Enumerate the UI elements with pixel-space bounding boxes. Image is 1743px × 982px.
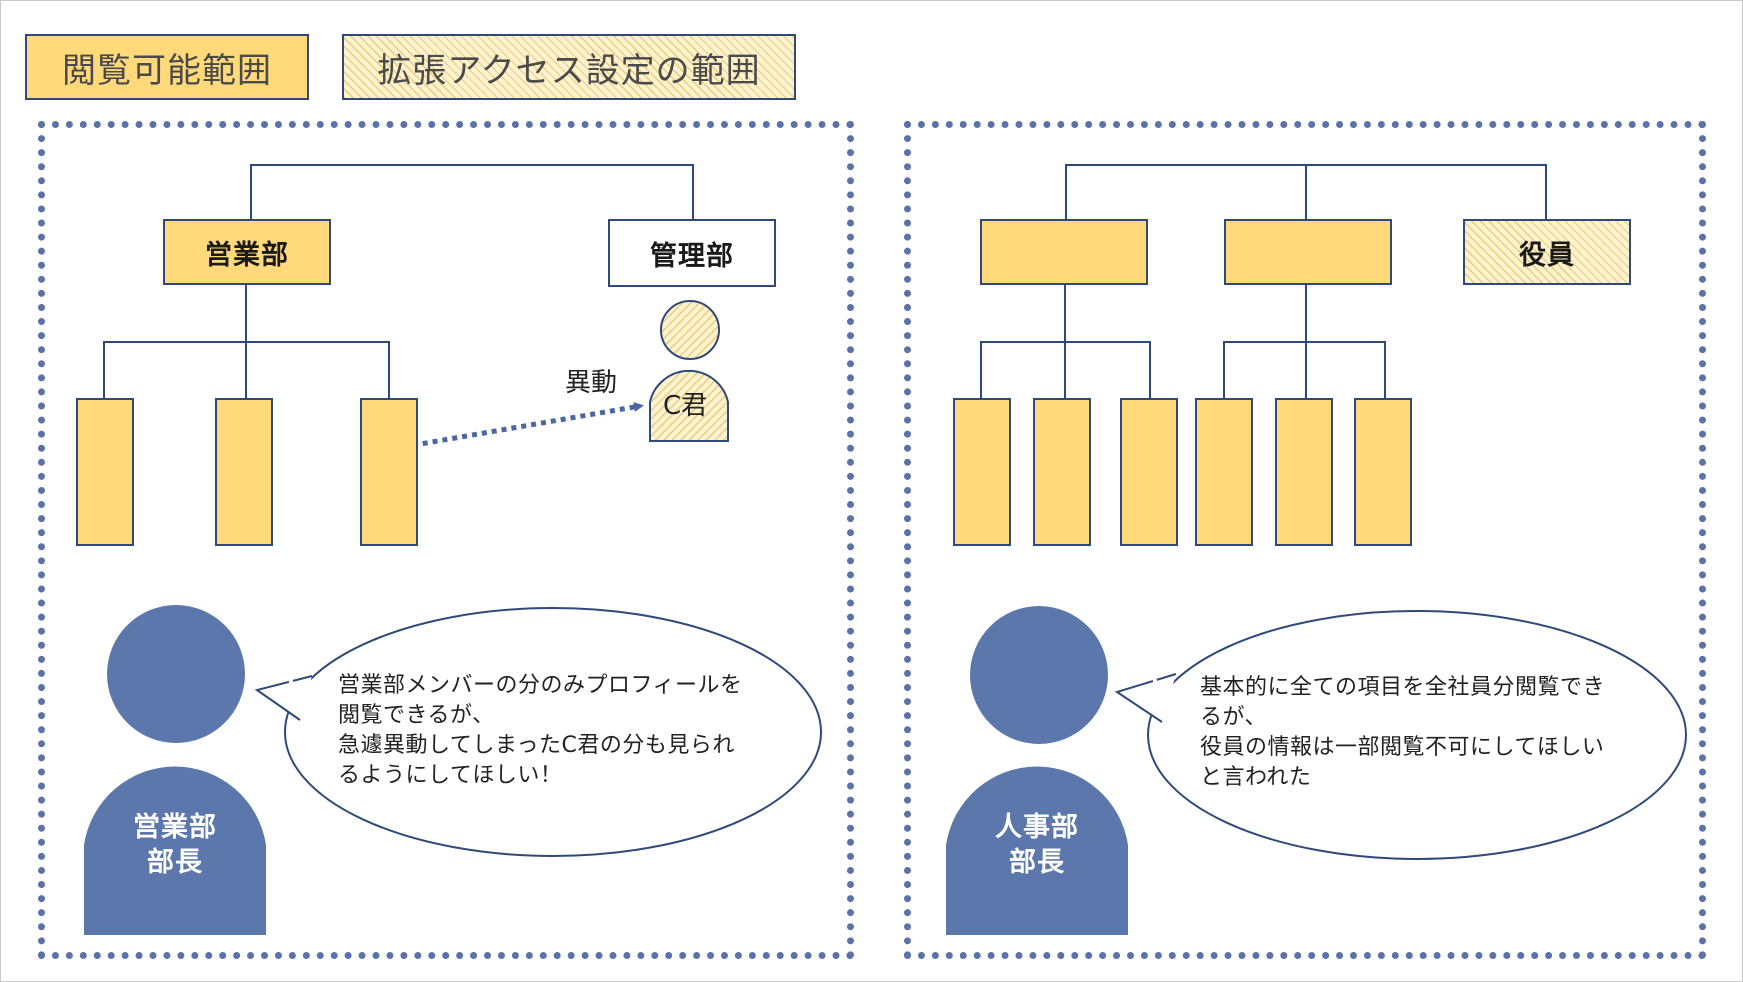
member-box-1 bbox=[953, 398, 1011, 546]
hr-speech-bubble bbox=[1114, 610, 1687, 860]
sales-manager-label: 営業部 部長 bbox=[84, 810, 266, 880]
legend-viewable-scope: 閲覧可能範囲 bbox=[25, 34, 309, 100]
hr-manager-body bbox=[946, 766, 1128, 935]
left-scenario-frame bbox=[38, 121, 854, 959]
hr-speech-line-4: と言われた bbox=[1200, 765, 1312, 790]
sales-manager-figure bbox=[84, 605, 266, 935]
dept-admin-label: 管理部 bbox=[650, 240, 734, 272]
hr-manager-head bbox=[970, 606, 1108, 744]
left-org-connectors bbox=[103, 164, 694, 400]
member-box-3 bbox=[1120, 398, 1178, 546]
legend-extended-access-scope: 拡張アクセス設定の範囲 bbox=[342, 34, 796, 100]
hr-manager-dept: 人事部 bbox=[995, 812, 1079, 843]
sales-speech-line-3: 急遽異動してしまったC君の分も見られ bbox=[338, 733, 735, 758]
hr-manager-label: 人事部 部長 bbox=[946, 810, 1128, 880]
hr-speech-line-1: 基本的に全ての項目を全社員分閲覧でき bbox=[1200, 675, 1606, 700]
dept-sales-label: 営業部 bbox=[205, 239, 289, 271]
sales-speech-text: 営業部メンバーの分のみプロフィールを 閲覧できるが、 急遽異動してしまったC君の… bbox=[338, 671, 743, 791]
hr-speech-text: 基本的に全ての項目を全社員分閲覧でき るが、 役員の情報は一部閲覧不可にしてほし… bbox=[1200, 673, 1605, 793]
hr-manager-title: 部長 bbox=[1009, 847, 1065, 878]
right-org-connectors bbox=[980, 164, 1547, 398]
person-c-label: C君 bbox=[663, 391, 708, 421]
member-box-2 bbox=[1033, 398, 1091, 546]
dept-box-2 bbox=[1224, 219, 1392, 285]
sales-manager-title: 部長 bbox=[147, 847, 203, 878]
sales-manager-head bbox=[107, 605, 245, 743]
person-c-figure bbox=[649, 300, 729, 442]
sales-member-box-1 bbox=[76, 398, 134, 546]
right-scenario-frame bbox=[904, 121, 1706, 959]
dept-executives-label: 役員 bbox=[1519, 239, 1575, 271]
transfer-arrow bbox=[402, 402, 644, 450]
sales-manager-dept: 営業部 bbox=[133, 812, 217, 843]
person-c-body bbox=[649, 369, 729, 442]
sales-speech-bubble bbox=[254, 607, 822, 857]
person-c-head bbox=[660, 300, 720, 360]
dept-box-1 bbox=[980, 219, 1148, 285]
sales-speech-line-2: 閲覧できるが、 bbox=[338, 703, 495, 728]
dept-sales-box: 営業部 bbox=[163, 219, 331, 285]
member-box-6 bbox=[1354, 398, 1412, 546]
hr-manager-figure bbox=[946, 606, 1128, 935]
sales-member-box-2 bbox=[215, 398, 273, 546]
dept-admin-box: 管理部 bbox=[608, 219, 776, 287]
member-box-4 bbox=[1195, 398, 1253, 546]
transfer-label: 異動 bbox=[565, 368, 618, 398]
sales-manager-body bbox=[84, 766, 266, 935]
member-box-5 bbox=[1275, 398, 1333, 546]
sales-speech-line-1: 営業部メンバーの分のみプロフィールを bbox=[338, 673, 743, 698]
sales-member-box-3 bbox=[360, 398, 418, 546]
hr-speech-line-2: るが、 bbox=[1200, 705, 1268, 730]
sales-speech-line-4: るようにしてほしい！ bbox=[338, 763, 563, 788]
dept-executives-box: 役員 bbox=[1463, 219, 1631, 285]
hr-speech-line-3: 役員の情報は一部閲覧不可にしてほしい bbox=[1200, 735, 1605, 760]
